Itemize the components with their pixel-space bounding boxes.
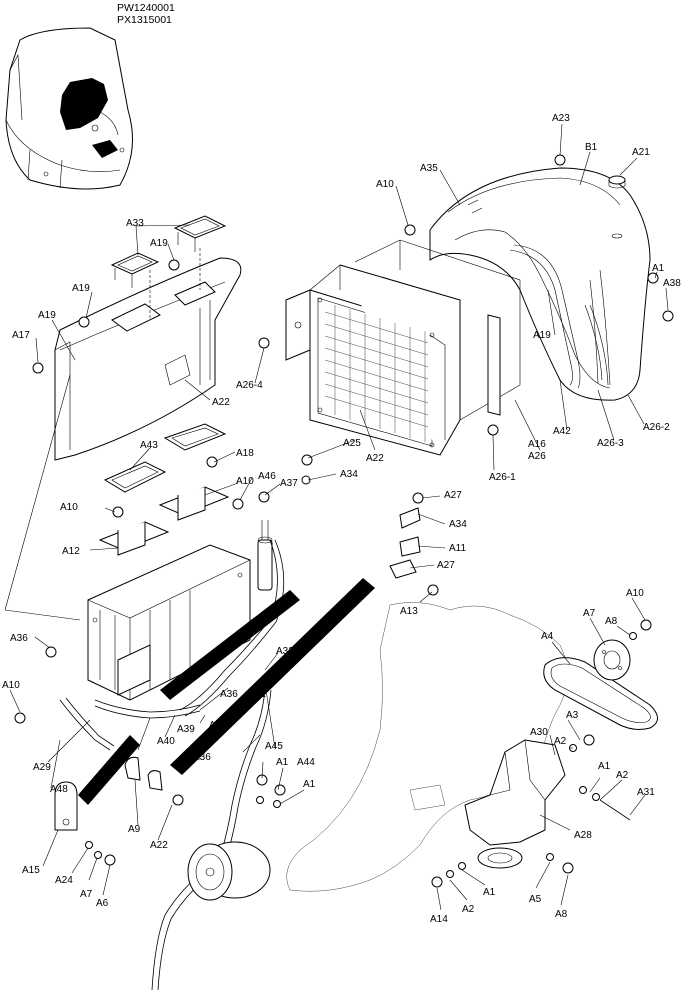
part-label: A37 <box>280 478 298 489</box>
part-label: A1 <box>598 761 611 772</box>
part-label: A14 <box>430 914 448 925</box>
part-label: A29 <box>33 762 51 773</box>
shroud-cover-b1 <box>429 167 651 401</box>
part-label: A19 <box>533 330 551 341</box>
condenser-a25 <box>285 239 521 456</box>
engine-outline <box>286 602 568 892</box>
part-label: A18 <box>236 448 254 459</box>
part-label: A10 <box>626 588 644 599</box>
pulley-a4 <box>593 639 631 681</box>
hoses-a26 <box>509 244 609 389</box>
part-label: A23 <box>552 113 570 124</box>
serial-line-2: PX1315001 <box>117 14 172 26</box>
part-label: A22 <box>212 397 230 408</box>
part-label: A4 <box>541 631 554 642</box>
belt-a32 <box>543 657 658 730</box>
part-label: A10 <box>376 179 394 190</box>
part-label: A11 <box>449 543 466 554</box>
part-label: A3 <box>566 710 579 721</box>
part-label: A7 <box>80 889 93 900</box>
part-label: A22 <box>366 453 384 464</box>
receiver-drier-a37 <box>257 520 273 591</box>
part-label: A1 <box>303 779 316 790</box>
machine-overview-thumbnail <box>5 27 133 190</box>
grilles-a33 <box>110 215 227 288</box>
part-label: A22 <box>150 840 168 851</box>
part-label: A34 <box>340 469 358 480</box>
ducts-a27 <box>98 486 230 556</box>
part-label: A31 <box>637 787 655 798</box>
part-label: A26-4 <box>236 380 263 391</box>
part-label: A36 <box>220 689 238 700</box>
part-label: A8 <box>555 909 568 920</box>
clamps <box>54 507 421 831</box>
part-label: A35 <box>420 163 438 174</box>
part-label: A38 <box>663 278 681 289</box>
part-label: A1 <box>483 887 496 898</box>
part-label: A30 <box>530 727 548 738</box>
part-label: A21 <box>632 147 650 158</box>
part-label: A26-1 <box>489 472 516 483</box>
part-label: A27 <box>437 560 455 571</box>
part-label: A7 <box>583 608 596 619</box>
part-label: A44 <box>297 757 315 768</box>
reference-pointers <box>4 374 375 805</box>
part-label: A16 <box>528 439 546 450</box>
part-label: A41 <box>248 689 266 700</box>
part-label: A28 <box>574 830 592 841</box>
part-label: A2 <box>462 904 475 915</box>
gaskets-a18 <box>103 423 227 493</box>
part-label: A19 <box>38 310 56 321</box>
part-label: A36 <box>10 633 28 644</box>
part-label: A2 <box>554 736 567 747</box>
part-label: A1 <box>652 263 665 274</box>
part-label: A1 <box>276 757 289 768</box>
part-label: A36 <box>193 752 211 763</box>
part-label: A26-2 <box>643 422 670 433</box>
part-label: A9 <box>128 824 141 835</box>
part-label: A34 <box>449 519 467 530</box>
part-label: A33 <box>126 218 144 229</box>
part-label: A2 <box>616 770 629 781</box>
part-label: A45 <box>265 741 283 752</box>
part-label: A19 <box>150 238 168 249</box>
heater-unit <box>87 544 251 701</box>
part-label: A13 <box>400 606 418 617</box>
part-label: A15 <box>22 865 40 876</box>
part-label: A43 <box>140 440 158 451</box>
part-label: A32 <box>276 646 294 657</box>
part-label: A39 <box>177 724 195 735</box>
part-label: A25 <box>343 438 361 449</box>
part-label: A27 <box>444 490 462 501</box>
part-label: A19 <box>72 283 90 294</box>
part-label: B1 <box>585 142 598 153</box>
part-label: A8 <box>605 616 618 627</box>
part-label: A10 <box>2 680 20 691</box>
cap-a21 <box>608 175 626 189</box>
leader-lines <box>9 123 669 911</box>
part-label: A26-3 <box>597 438 624 449</box>
part-label: A36 <box>209 720 227 731</box>
part-label: A40 <box>157 736 175 747</box>
bracket-a28 <box>464 739 566 869</box>
part-label: A48 <box>50 784 68 795</box>
part-label: A6 <box>96 898 109 909</box>
part-label: A17 <box>12 330 30 341</box>
part-label: A5 <box>529 894 542 905</box>
cover-panel-a17 <box>54 248 242 461</box>
part-label: A42 <box>553 426 571 437</box>
compressor <box>187 841 271 901</box>
part-label: A10 <box>236 476 254 487</box>
part-label: A12 <box>62 546 80 557</box>
part-label: A26 <box>528 451 546 462</box>
part-label: A24 <box>55 875 73 886</box>
part-label: A46 <box>258 471 276 482</box>
part-label: A10 <box>60 502 78 513</box>
serial-line-1: PW1240001 <box>117 2 175 14</box>
part-labels: A23 B1 A21 A35 A10 A1 A38 A33 A19 A19 A1… <box>2 113 681 925</box>
